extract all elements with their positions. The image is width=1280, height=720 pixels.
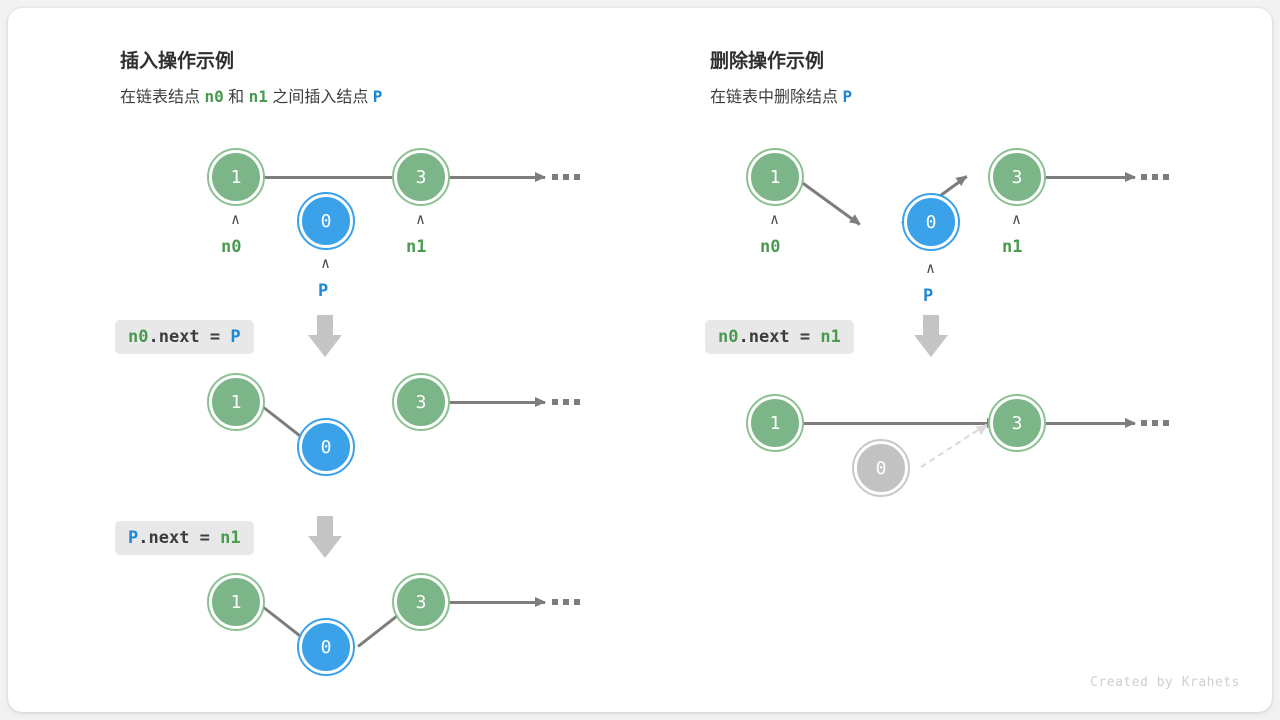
caret-icon-p: ∧ bbox=[321, 254, 331, 272]
caret-icon-n1: ∧ bbox=[1012, 210, 1022, 228]
panel-insert-subtitle: 在链表结点 n0 和 n1 之间插入结点 P bbox=[120, 83, 382, 107]
dot bbox=[552, 599, 558, 605]
code-token-p2: P bbox=[128, 528, 139, 548]
link-n1-to-tail-row2 bbox=[1045, 418, 1136, 428]
caret-icon-p: ∧ bbox=[926, 259, 936, 277]
ellipsis-row2 bbox=[1141, 420, 1169, 426]
pointer-label-n0: n0 bbox=[760, 237, 781, 257]
subtitle-text-3: 之间插入结点 bbox=[267, 89, 373, 106]
ellipsis-row3 bbox=[552, 599, 580, 605]
link-n0-to-p bbox=[794, 176, 861, 226]
node-n1-row3: 3 bbox=[392, 573, 450, 631]
dot bbox=[563, 174, 569, 180]
code-token-n0: n0 bbox=[128, 327, 149, 347]
dot bbox=[1163, 420, 1169, 426]
node-p: 0 bbox=[297, 192, 355, 250]
down-arrow-icon-step1 bbox=[308, 315, 342, 357]
dot bbox=[574, 599, 580, 605]
node-n1: 3 bbox=[392, 148, 450, 206]
node-p: 0 bbox=[902, 193, 960, 251]
panel-delete-title: 删除操作示例 bbox=[710, 51, 825, 72]
code-token-op2: .next = bbox=[138, 528, 221, 548]
ellipsis-row2 bbox=[552, 399, 580, 405]
link-n1-to-tail bbox=[448, 172, 546, 182]
subtitle-token-p: P bbox=[842, 87, 853, 106]
pointer-label-n0: n0 bbox=[221, 237, 242, 257]
dot bbox=[552, 174, 558, 180]
node-n1-row2: 3 bbox=[392, 373, 450, 431]
node-n1-row2: 3 bbox=[988, 394, 1046, 452]
subtitle-token-p: P bbox=[372, 87, 383, 106]
subtitle-text-1: 在链表中删除结点 bbox=[710, 89, 843, 106]
pointer-label-p: P bbox=[318, 281, 329, 301]
caret-icon-n0: ∧ bbox=[231, 210, 241, 228]
ellipsis-row1 bbox=[552, 174, 580, 180]
code-chip-step2: P.next = n1 bbox=[115, 521, 254, 555]
subtitle-token-n0: n0 bbox=[204, 87, 224, 106]
dot bbox=[563, 599, 569, 605]
link-n1-to-tail bbox=[1045, 172, 1136, 182]
caret-icon-n1: ∧ bbox=[416, 210, 426, 228]
code-token-p: P bbox=[230, 327, 241, 347]
code-token-op1: .next = bbox=[148, 327, 231, 347]
dot bbox=[1141, 420, 1147, 426]
down-arrow-icon-step2 bbox=[308, 516, 342, 558]
node-p-deleted: 0 bbox=[852, 439, 910, 497]
node-n0-row3: 1 bbox=[207, 573, 265, 631]
dot bbox=[574, 174, 580, 180]
subtitle-text-2: 和 bbox=[223, 89, 249, 106]
node-n0-row2: 1 bbox=[746, 394, 804, 452]
subtitle-token-n1: n1 bbox=[248, 87, 268, 106]
subtitle-text-1: 在链表结点 bbox=[120, 89, 205, 106]
panel-insert: 插入操作示例 在链表结点 n0 和 n1 之间插入结点 P 1 0 3 ∧ n0… bbox=[0, 0, 640, 720]
dot bbox=[563, 399, 569, 405]
code-token-n1: n1 bbox=[820, 327, 841, 347]
node-n0: 1 bbox=[746, 148, 804, 206]
pointer-label-n1: n1 bbox=[1002, 237, 1023, 257]
link-n1-to-tail-row2 bbox=[448, 397, 546, 407]
code-chip-step1: n0.next = P bbox=[115, 320, 254, 354]
dot bbox=[552, 399, 558, 405]
code-token-op: .next = bbox=[738, 327, 821, 347]
down-arrow-icon-step1 bbox=[914, 315, 948, 357]
code-chip-step1: n0.next = n1 bbox=[705, 320, 854, 354]
panel-delete: 删除操作示例 在链表中删除结点 P 1 0 3 ∧ n0 ∧ P ∧ n1 n0… bbox=[640, 0, 1280, 720]
node-n0-row2: 1 bbox=[207, 373, 265, 431]
dot bbox=[1152, 174, 1158, 180]
dot bbox=[1163, 174, 1169, 180]
code-token-n1: n1 bbox=[220, 528, 241, 548]
code-token-n0: n0 bbox=[718, 327, 739, 347]
node-p-row2: 0 bbox=[297, 418, 355, 476]
link-n1-to-tail-row3 bbox=[448, 597, 546, 607]
credit-label: Created by Krahets bbox=[1090, 675, 1240, 690]
ellipsis-row1 bbox=[1141, 174, 1169, 180]
caret-icon-n0: ∧ bbox=[770, 210, 780, 228]
node-n1: 3 bbox=[988, 148, 1046, 206]
link-n0-to-n1-row2 bbox=[801, 418, 998, 428]
dot bbox=[1152, 420, 1158, 426]
link-deleted-p-to-n1 bbox=[920, 423, 987, 468]
panel-insert-title: 插入操作示例 bbox=[120, 51, 235, 72]
dot bbox=[574, 399, 580, 405]
dot bbox=[1141, 174, 1147, 180]
pointer-label-n1: n1 bbox=[406, 237, 427, 257]
node-n0: 1 bbox=[207, 148, 265, 206]
pointer-label-p: P bbox=[923, 286, 934, 306]
node-p-row3: 0 bbox=[297, 618, 355, 676]
panel-delete-subtitle: 在链表中删除结点 P bbox=[710, 83, 852, 107]
